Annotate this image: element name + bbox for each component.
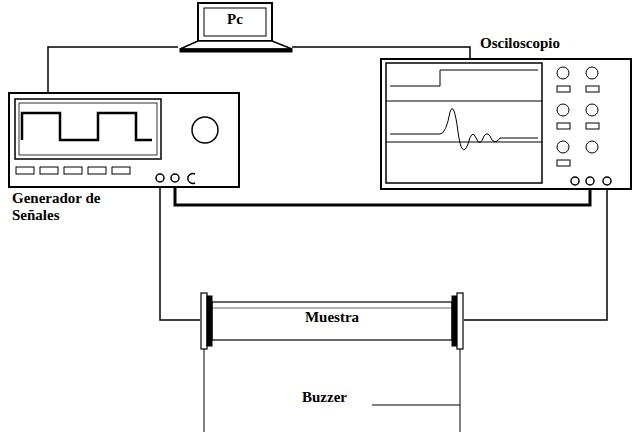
- computer: Pc: [178, 2, 292, 52]
- oscilloscope-drawing: [386, 63, 611, 185]
- wire: [160, 188, 200, 320]
- node-label: Pc: [227, 11, 243, 28]
- node-label: Muestra: [305, 309, 359, 326]
- node-label: Osciloscopio: [480, 35, 560, 52]
- laptop-drawing: [180, 3, 292, 52]
- node-label: Generador de Señales: [12, 190, 130, 225]
- wire: [48, 47, 178, 92]
- wire: [292, 47, 470, 58]
- wire: [175, 188, 590, 205]
- buzzer-leads: [204, 349, 460, 432]
- generator-drawing: [15, 99, 218, 183]
- sample: Muestra: [200, 293, 464, 349]
- oscilloscope: Osciloscopio: [380, 58, 632, 190]
- signal-generator: Generador de Señales: [8, 92, 240, 188]
- wire: [464, 190, 607, 320]
- buzzer-label: Buzzer: [300, 389, 349, 406]
- sample-cylinder: [201, 293, 463, 349]
